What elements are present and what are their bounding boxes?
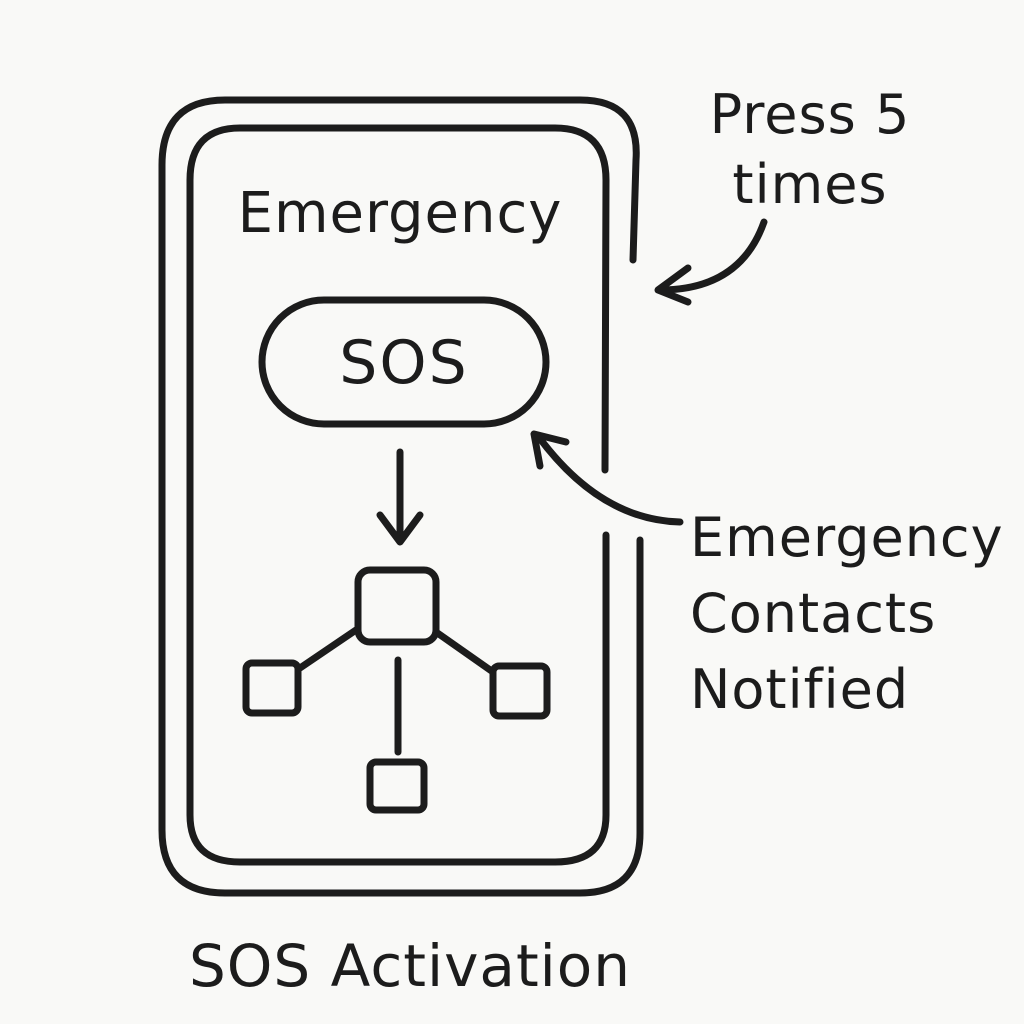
press-annotation-line-1: Press 5 (709, 83, 911, 146)
contacts-annotation-line-3: Notified (690, 658, 910, 721)
diagram-caption: SOS Activation (188, 932, 632, 1000)
contacts-network-icon (242, 566, 551, 814)
press-arrow-icon (654, 218, 768, 306)
contacts-annotation-line-1: Emergency (690, 506, 1004, 569)
notify-arrow-icon (530, 430, 684, 526)
down-arrow-icon (376, 448, 424, 546)
contacts-annotation: Emergency Contacts Notified (690, 500, 1004, 728)
contacts-annotation-line-2: Contacts (690, 582, 937, 645)
press-annotation: Press 5 times (690, 80, 930, 220)
sos-button-shape (258, 296, 550, 428)
press-annotation-line-2: times (732, 153, 888, 216)
phone-outer-frame (158, 96, 644, 897)
sos-button[interactable]: SOS (339, 328, 469, 398)
phone-screen-frame (186, 124, 610, 866)
phone-title: Emergency (237, 181, 563, 246)
